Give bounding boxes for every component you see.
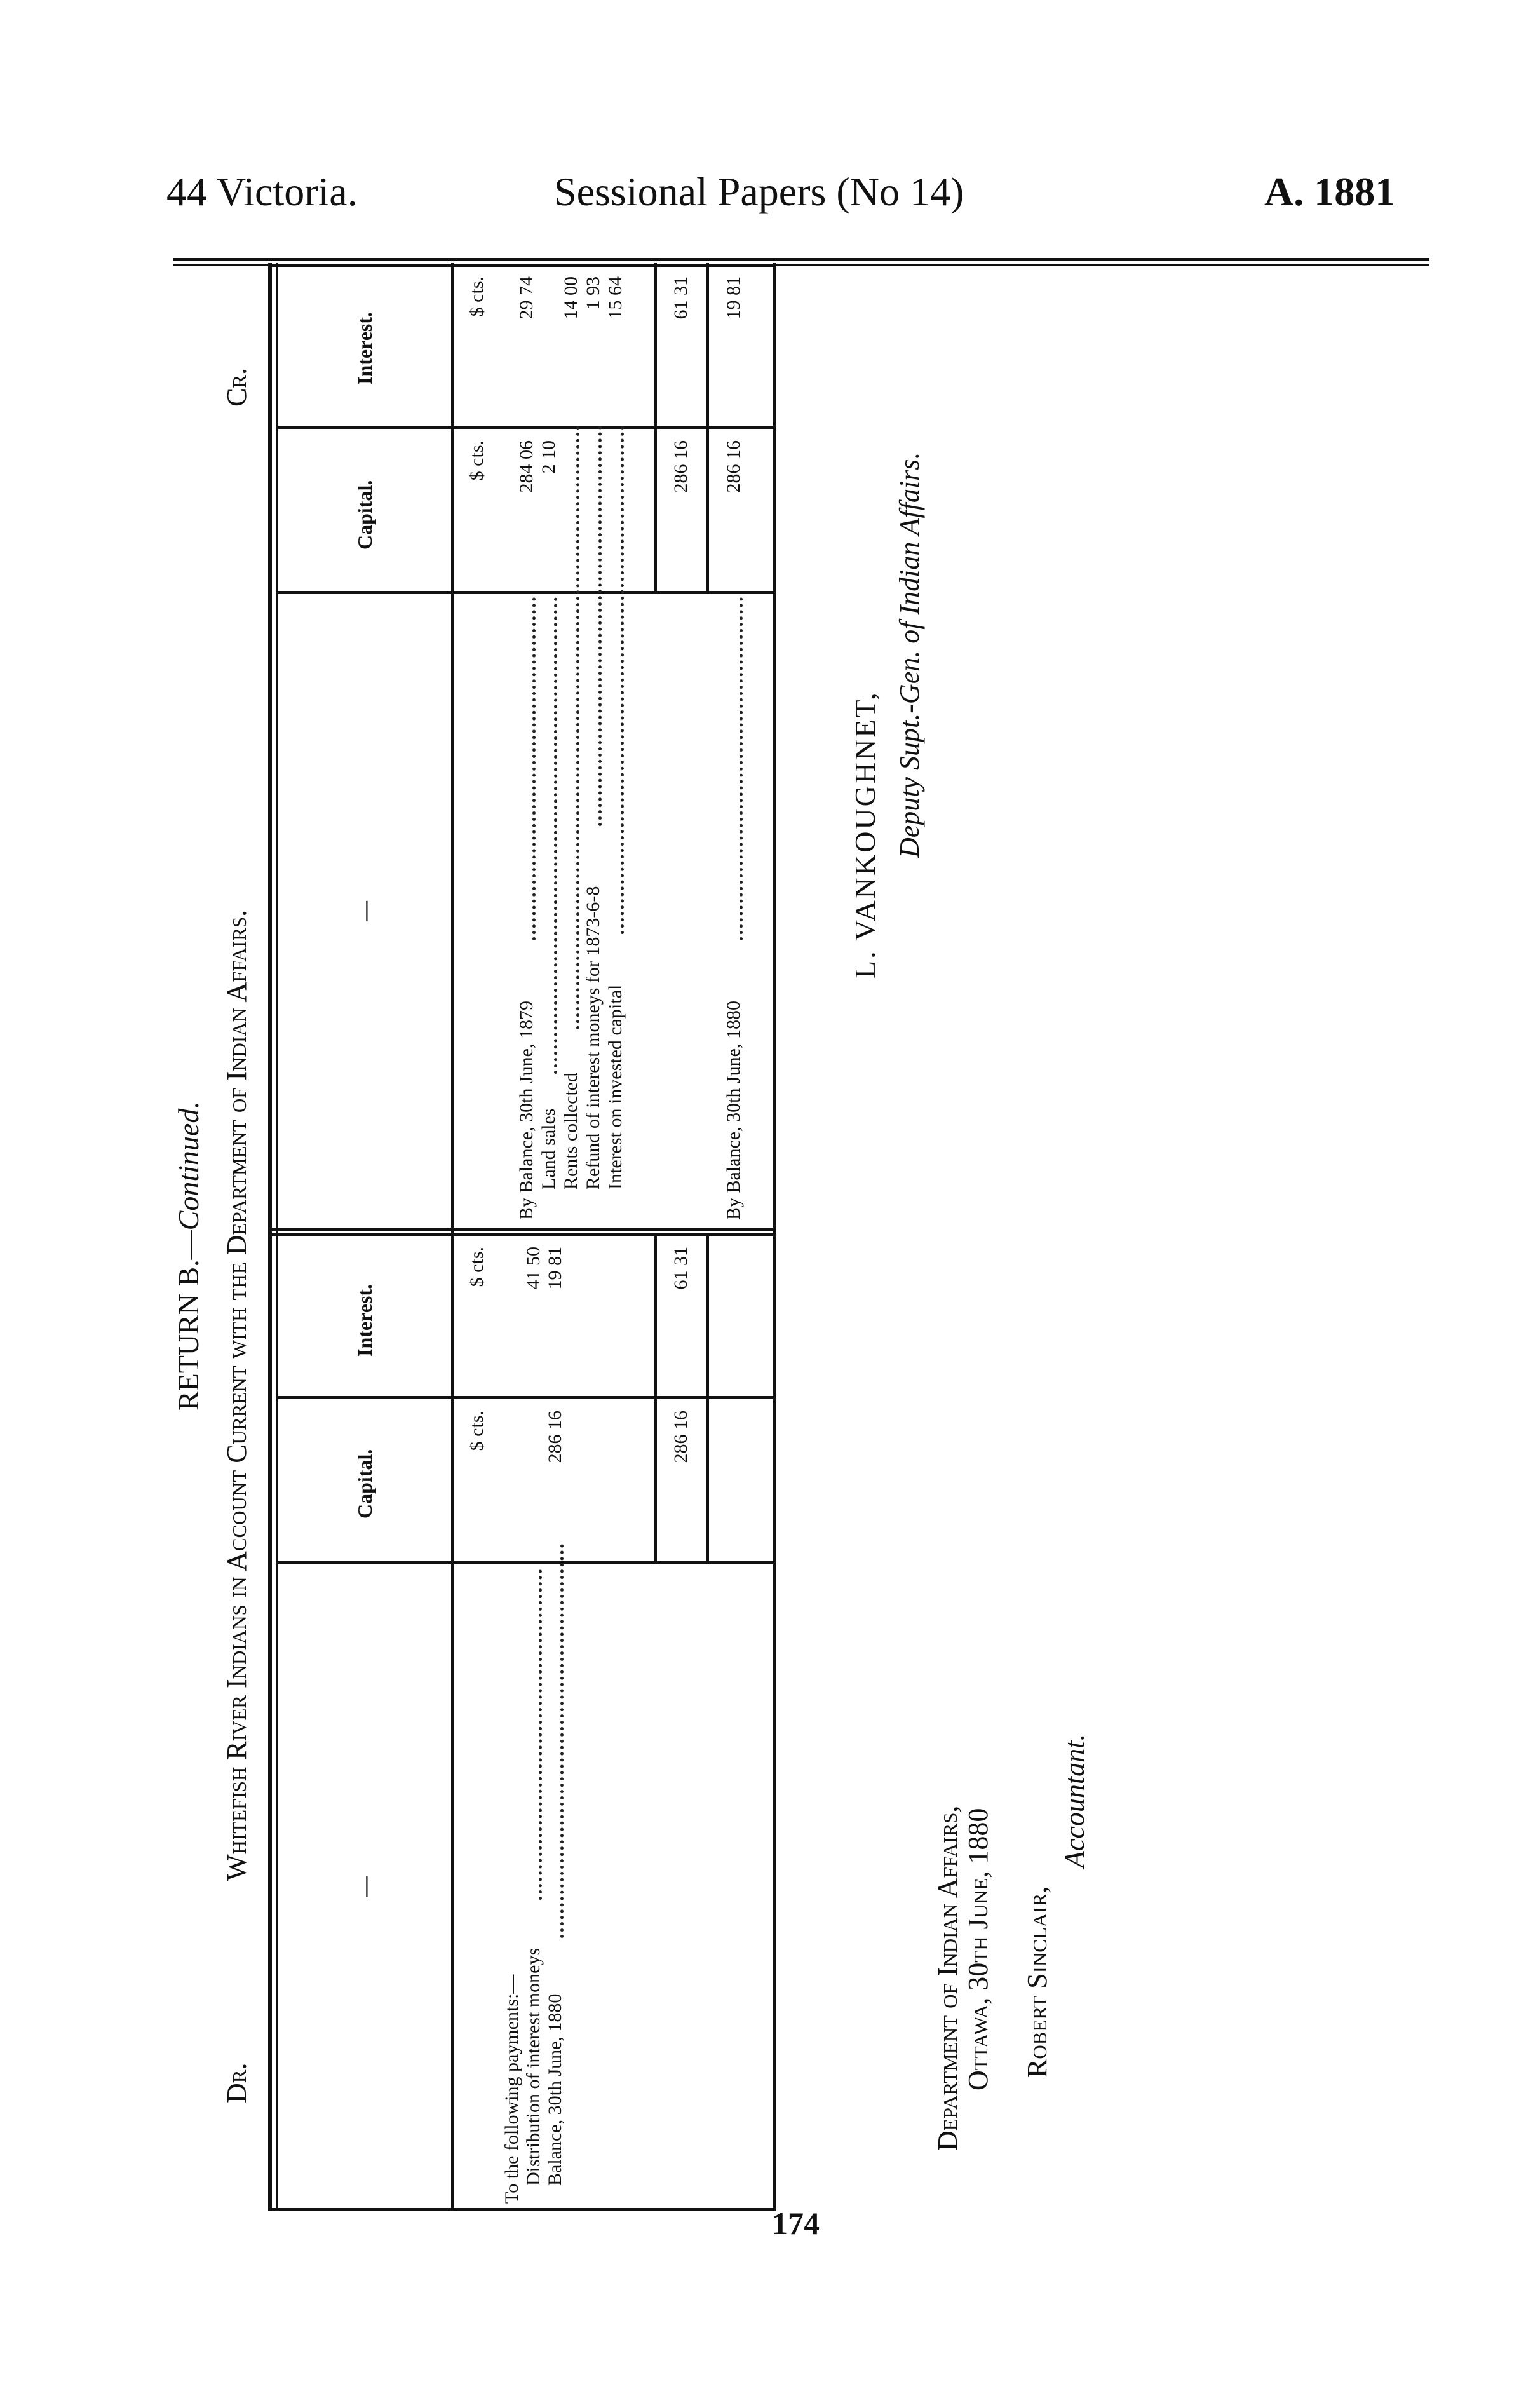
credit-balance-interest: 19 81 xyxy=(723,276,744,320)
signatory-title: Deputy Supt.-Gen. of Indian Affairs. xyxy=(894,452,925,858)
table-top-rule xyxy=(268,263,272,2211)
col-line xyxy=(278,1396,774,1399)
col-line xyxy=(268,264,774,267)
leader-dots xyxy=(621,426,624,934)
table-top-rule-2 xyxy=(276,263,278,2211)
credit-interest: 1 93 xyxy=(583,276,604,310)
place-date: Ottawa, 30th June, 1880 xyxy=(962,1808,994,2090)
debit-capital: 286 16 xyxy=(544,1411,566,1538)
debit-interest-header: Interest. xyxy=(353,1283,376,1357)
credit-row-label: Land sales xyxy=(538,1108,559,1189)
debit-total-interest: 61 31 xyxy=(670,1247,691,1290)
debit-total-capital: 286 16 xyxy=(670,1411,691,1463)
dr-label: Dr. xyxy=(221,2062,252,2103)
credit-interest-header: Interest. xyxy=(353,311,376,384)
accountant-name: Robert Sinclair, xyxy=(1022,1886,1053,2078)
signatory-name: L. VANKOUGHNET, xyxy=(849,691,881,979)
credit-total-interest: 61 31 xyxy=(670,276,691,320)
col-line xyxy=(278,591,774,594)
col-line xyxy=(278,1561,774,1564)
col-line xyxy=(268,1228,774,1231)
col-line xyxy=(268,2208,774,2211)
header-rule xyxy=(173,258,1429,261)
header-rule-2 xyxy=(173,264,1429,266)
leader-dots xyxy=(598,426,602,826)
debit-interest: 41 50 xyxy=(523,1247,544,1290)
return-title-main: RETURN B.— xyxy=(172,1230,205,1411)
leader-dots xyxy=(532,597,536,940)
header-title: Sessional Papers (No 14) xyxy=(554,169,964,214)
table-bottom-rule xyxy=(773,263,776,2211)
cr-label: Cr. xyxy=(221,367,252,407)
leader-dots xyxy=(576,426,579,1029)
units: $ cts. xyxy=(466,1411,487,1451)
units: $ cts. xyxy=(466,440,487,481)
credit-interest: 14 00 xyxy=(560,276,581,320)
credit-row-label: By Balance, 30th June, 1879 xyxy=(516,1001,537,1220)
credit-text-col-header: — xyxy=(353,901,376,921)
credit-balance-label: By Balance, 30th June, 1880 xyxy=(723,1001,744,1220)
debit-row-label: Balance, 30th June, 1880 xyxy=(544,1993,565,2186)
units: $ cts. xyxy=(466,1247,487,1287)
header-session: 44 Victoria. xyxy=(166,169,358,214)
col-line xyxy=(268,1233,774,1236)
accountant-title: Accountant. xyxy=(1059,1733,1090,1868)
debit-row-label: Distribution of interest moneys xyxy=(523,1947,544,2186)
page-number: 174 xyxy=(772,2205,820,2241)
credit-balance-capital: 286 16 xyxy=(723,440,744,493)
department-name: Department of Indian Affairs, xyxy=(932,1805,963,2151)
debit-interest: 19 81 xyxy=(544,1247,565,1290)
credit-interest: 29 74 xyxy=(516,276,537,320)
credit-capital: 284 06 xyxy=(516,440,537,567)
credit-capital-header: Capital. xyxy=(353,480,376,550)
credit-capital: 2 10 xyxy=(538,440,560,567)
header-bottom-rule xyxy=(451,263,454,2211)
debit-capital-header: Capital. xyxy=(353,1449,376,1519)
leader-dots xyxy=(554,597,557,1074)
credit-row-label: Rents collected xyxy=(560,1072,581,1189)
return-title: RETURN B.—Continued. xyxy=(172,1101,205,1411)
credit-total-capital: 286 16 xyxy=(670,440,691,493)
leader-dots xyxy=(539,1569,542,1900)
debit-row-label: To the following payments:— xyxy=(501,1974,522,2204)
account-title: Whitefish River Indians in Account Curre… xyxy=(221,909,252,1881)
header-year: A. 1881 xyxy=(1264,169,1396,214)
return-title-continued: Continued. xyxy=(172,1101,205,1231)
leader-dots xyxy=(560,1544,564,1938)
credit-row-label: Interest on invested capital xyxy=(605,984,626,1189)
credit-interest: 15 64 xyxy=(605,276,626,320)
units: $ cts. xyxy=(466,276,487,317)
debit-text-col-header: — xyxy=(353,1876,376,1897)
rotated-account-table: RETURN B.—Continued. Dr. Whitefish River… xyxy=(172,263,1429,2211)
credit-row-label: Refund of interest moneys for 1873-6-8 xyxy=(583,886,604,1189)
leader-dots xyxy=(740,597,743,940)
col-line xyxy=(278,426,774,429)
